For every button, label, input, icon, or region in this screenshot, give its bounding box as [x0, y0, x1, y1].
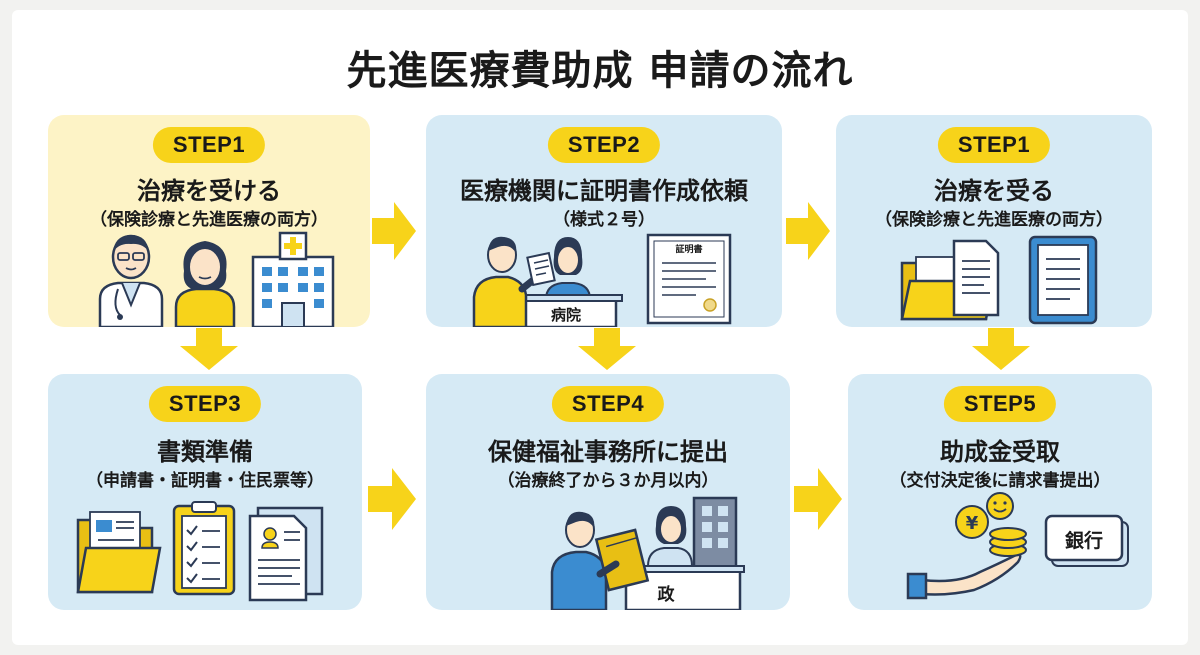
step-card-3: STEP1 治療を受る （保険診療と先進医療の両方） [836, 115, 1152, 327]
step-heading: 治療を受る [934, 177, 1054, 205]
step-badge: STEP1 [937, 127, 1051, 163]
doctor-patient-hospital-illustration [98, 231, 335, 327]
yen-symbol: ¥ [966, 513, 979, 534]
bank-label: 銀行 [1065, 529, 1103, 552]
step-subheading: （治療終了から３か月以内） [497, 471, 719, 491]
doctor-icon [98, 234, 164, 327]
applicant-icon [550, 511, 608, 610]
counter-icon [509, 294, 623, 327]
step-badge: STEP2 [547, 127, 661, 163]
submission-illustration: 政 [550, 496, 745, 610]
step-card-6: STEP5 助成金受取 （交付決定後に請求書提出） ¥ 銀行 [848, 374, 1152, 610]
step-heading: 治療を受ける [137, 177, 281, 205]
checklist-icon [172, 501, 236, 596]
coin-icon [989, 527, 1027, 557]
step-card-5: STEP4 保健福祉事務所に提出 （治療終了から３か月以内） 政 [426, 374, 790, 610]
bank-sign-icon: 銀行 [1044, 514, 1129, 567]
arrow-down-icon [180, 328, 238, 370]
smile-coin-icon [986, 492, 1014, 520]
arrow-right-icon [372, 202, 416, 260]
clerk-icon [646, 506, 694, 567]
office-sign: 政 [658, 584, 676, 605]
arrow-right-icon [794, 468, 842, 530]
step-heading: 書類準備 [157, 438, 253, 466]
step-subheading: （交付決定後に請求書提出） [889, 471, 1111, 491]
step-heading: 医療機関に証明書作成依頼 [460, 177, 748, 205]
certificate-title: 証明書 [675, 243, 702, 255]
step-badge: STEP1 [152, 127, 266, 163]
step-badge: STEP4 [551, 386, 665, 422]
step-subheading: （様式２号） [553, 210, 655, 230]
document-icon [952, 239, 1000, 317]
hand-icon [906, 553, 1022, 600]
visitor-icon [472, 236, 556, 327]
patient-icon [174, 241, 236, 327]
step-badge: STEP3 [148, 386, 262, 422]
document-preparation-illustration [76, 501, 324, 602]
step-subheading: （保険診療と先進医療の両方） [875, 210, 1113, 230]
step-badge: STEP5 [943, 386, 1057, 422]
step-card-2: STEP2 医療機関に証明書作成依頼 （様式２号） 病院 証明書 [426, 115, 782, 327]
arrow-right-icon [368, 468, 416, 530]
form-clipboard-icon [1028, 235, 1098, 325]
step-card-4: STEP3 書類準備 （申請書・証明書・住民票等） [48, 374, 362, 610]
step-heading: 保健福祉事務所に提出 [488, 438, 728, 466]
arrow-down-icon [972, 328, 1030, 370]
documents-illustration [900, 235, 1098, 325]
arrow-right-icon [786, 202, 830, 260]
envelope-icon [594, 528, 650, 592]
arrow-down-icon [578, 328, 636, 370]
hospital-reception-illustration: 病院 証明書 [472, 233, 732, 327]
page-title: 先進医療費助成 申請の流れ [346, 48, 854, 94]
folder-icon [76, 511, 162, 594]
certificate-icon: 証明書 [646, 233, 732, 325]
resume-document-icon [248, 506, 324, 602]
payment-illustration: ¥ 銀行 [906, 492, 1129, 600]
step-subheading: （保険診療と先進医療の両方） [90, 210, 328, 230]
step-card-1: STEP1 治療を受ける （保険診療と先進医療の両方） [48, 115, 370, 327]
hospital-icon [251, 231, 335, 327]
step-heading: 助成金受取 [940, 438, 1060, 466]
hospital-sign: 病院 [551, 306, 581, 324]
yen-coin-icon: ¥ [955, 505, 989, 539]
office-building-icon [692, 496, 738, 574]
step-subheading: （申請書・証明書・住民票等） [86, 471, 324, 491]
